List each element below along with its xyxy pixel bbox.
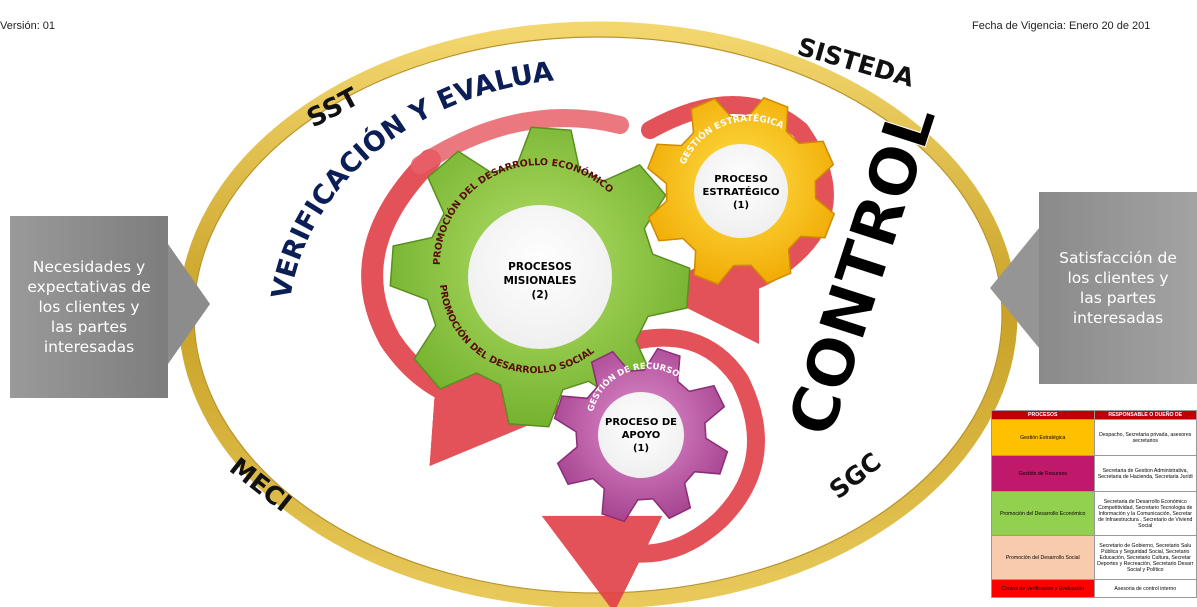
table-row: Gestión Estratégica Despacho, Secretaria…: [991, 419, 1197, 456]
table-cell-responsable: Secretaria de Gestion Administrativa, Se…: [1093, 455, 1197, 492]
output-arrow-head: [990, 228, 1039, 348]
table-cell-proceso: Gestión de Recursos: [991, 455, 1095, 492]
gear-misional-hub: [468, 205, 612, 349]
fecha-vigencia-label: Fecha de Vigencia: Enero 20 de 201: [972, 20, 1151, 32]
table-header-responsable: RESPONSABLE O DUEÑO DE: [1093, 410, 1197, 420]
necesidades-line: Necesidades y: [32, 258, 146, 276]
satisfaccion-line: interesadas: [1072, 309, 1164, 327]
gear-apoyo-title-1: PROCESO DE: [605, 417, 677, 428]
gear-proceso-estrategico: GESTIÓN ESTRATÉGICA PROCESO ESTRATÉGICO …: [646, 96, 836, 286]
table-header-procesos: PROCESOS: [991, 410, 1095, 420]
necesidades-line: expectativas de: [27, 278, 151, 296]
ring-label-sgc: SGC: [824, 447, 887, 505]
gear-misional-title-1: PROCESOS: [508, 261, 572, 273]
responsables-table: PROCESOS RESPONSABLE O DUEÑO DE Gestión …: [991, 410, 1197, 598]
necesidades-box: Necesidades y expectativas de los client…: [10, 216, 168, 398]
table-cell-responsable: Secretaria de Desarrollo Económico Compe…: [1093, 491, 1197, 536]
version-label: Versión: 01: [0, 20, 56, 32]
red-cycle-arrow-misional: [361, 149, 566, 467]
table-cell-proceso: Promoción del Desarrollo Social: [991, 535, 1095, 580]
gear-misional-num: (2): [532, 289, 549, 301]
gear-estrategico-num: (1): [733, 200, 749, 211]
gear-apoyo-title-2: APOYO: [622, 430, 661, 441]
ring-label-meci: MECI: [224, 452, 297, 518]
table-cell-proceso: Control de Verificación y Evaluación: [991, 579, 1095, 598]
necesidades-line: las partes: [50, 318, 128, 336]
necesidades-line: los clientes y: [38, 298, 140, 316]
table-cell-responsable: Secretario de Gobierno, Secretario Salu …: [1093, 535, 1197, 580]
satisfaccion-line: Satisfacción de: [1059, 249, 1177, 267]
table-cell-proceso: Gestión Estratégica: [991, 419, 1095, 456]
gear-proceso-apoyo: GESTIÓN DE RECURSOS PROCESO DE APOYO (1): [553, 347, 729, 523]
gear-apoyo-hub: [598, 392, 684, 478]
table-cell-proceso: Promoción del Desarrollo Económico: [991, 491, 1095, 536]
table-row: Promoción del Desarrollo Económico Secre…: [991, 491, 1197, 536]
table-row: Control de Verificación y Evaluación Ase…: [991, 579, 1197, 598]
table-cell-responsable: Asesoria de control interno: [1093, 579, 1197, 598]
satisfaccion-line: los clientes y: [1067, 269, 1169, 287]
red-cycle-arrow-apoyo: [541, 328, 765, 607]
gear-procesos-misionales: PROMOCIÓN DEL DESARROLLO ECONÓMICO PROMO…: [389, 126, 691, 428]
red-cycle-arrow-misional-top: [411, 109, 629, 174]
input-arrow-head: [168, 244, 210, 364]
table-cell-responsable: Despacho, Secretaria privada, asesores s…: [1093, 419, 1197, 456]
gear-estrategico-title-1: PROCESO: [714, 174, 767, 185]
table-row: Promoción del Desarrollo Social Secretar…: [991, 535, 1197, 580]
gear-apoyo-num: (1): [633, 443, 649, 454]
gear-estrategico-hub: [694, 144, 788, 238]
satisfaccion-box: Satisfacción de los clientes y las parte…: [1039, 192, 1197, 384]
necesidades-line: interesadas: [43, 338, 135, 356]
satisfaccion-line: las partes: [1079, 289, 1157, 307]
table-row: Gestión de Recursos Secretaria de Gestio…: [991, 455, 1197, 492]
gear-estrategico-title-2: ESTRATÉGICO: [703, 185, 780, 198]
table-header-row: PROCESOS RESPONSABLE O DUEÑO DE: [991, 410, 1197, 420]
gear-misional-title-2: MISIONALES: [503, 275, 576, 287]
